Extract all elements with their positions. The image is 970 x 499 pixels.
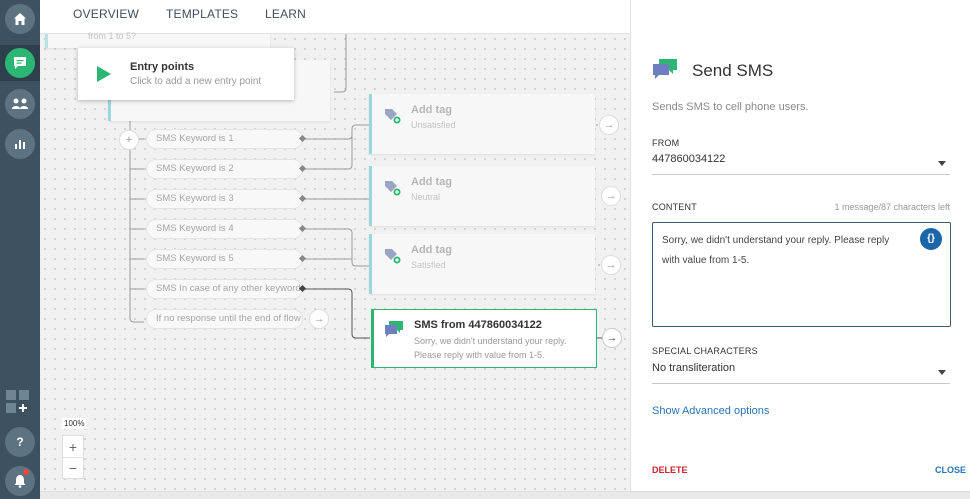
zoom-level: 100% (62, 418, 87, 429)
sms-card-sub: Sorry, we didn't understand your reply. … (414, 336, 567, 360)
notifications-button[interactable] (5, 466, 35, 496)
sms-card-title: SMS from 447860034122 (414, 319, 542, 331)
home-icon (14, 13, 26, 25)
from-value: 447860034122 (652, 153, 726, 165)
keyword-pill-label: SMS Keyword is 2 (156, 163, 234, 174)
content-label: CONTENT (652, 202, 697, 212)
special-characters-label: SPECIAL CHARACTERS (652, 346, 758, 356)
keyword-pill-3[interactable]: SMS Keyword is 3 (146, 189, 307, 209)
zoom-out-button[interactable]: − (63, 457, 83, 478)
tab-templates[interactable]: TEMPLATES (166, 7, 239, 21)
tag-card-sub: Neutral (411, 192, 441, 202)
apps-add-button[interactable] (6, 390, 30, 414)
home-button[interactable] (5, 4, 35, 34)
add-tag-card-satisfied[interactable]: Add tag Satisfied (369, 234, 595, 294)
panel-description: Sends SMS to cell phone users. (652, 101, 809, 113)
keyword-pill-label: SMS Keyword is 5 (156, 253, 234, 264)
add-tag-card-neutral[interactable]: Add tag Neutral (369, 166, 595, 226)
svg-text:?: ? (16, 435, 23, 449)
no-response-next-button[interactable]: → (309, 309, 329, 329)
top-nav: OVERVIEW TEMPLATES LEARN (40, 0, 630, 34)
entry-points-title: Entry points (130, 61, 195, 73)
tag-card-title: Add tag (411, 104, 452, 116)
send-sms-panel: Send SMS Sends SMS to cell phone users. … (630, 0, 970, 491)
tag-3-next-button[interactable]: → (601, 255, 621, 275)
notification-dot (23, 469, 29, 475)
tag-icon (385, 181, 401, 196)
delete-button[interactable]: DELETE (652, 465, 688, 475)
special-characters-select[interactable]: No transliteration (652, 362, 950, 384)
close-button[interactable]: CLOSE (934, 465, 966, 475)
entry-points-sub: Click to add a new entry point (130, 76, 262, 87)
bottom-bar (40, 491, 970, 499)
special-characters-value: No transliteration (652, 362, 736, 374)
tab-learn[interactable]: LEARN (265, 7, 307, 21)
add-branch-button[interactable]: + (119, 130, 139, 150)
zoom-control: 100% + − (62, 413, 87, 479)
help-icon: ? (16, 435, 23, 449)
zoom-in-button[interactable]: + (68, 438, 78, 455)
keyword-pill-no-response[interactable]: If no response until the end of flow (146, 309, 303, 329)
panel-title: Send SMS (692, 61, 774, 80)
keyword-pill-other[interactable]: SMS In case of any other keyword (146, 279, 307, 299)
tag-card-sub: Satisfied (411, 260, 446, 270)
keyword-pill-label: If no response until the end of flow (156, 313, 301, 324)
flows-button[interactable] (0, 45, 40, 81)
people-button[interactable] (5, 89, 35, 119)
tab-overview[interactable]: OVERVIEW (73, 7, 140, 21)
content-textarea[interactable]: Sorry, we didn't understand your reply. … (652, 222, 951, 327)
keyword-pill-label: SMS Keyword is 4 (156, 223, 234, 234)
analytics-button[interactable] (5, 129, 35, 159)
chat-icon (14, 57, 26, 69)
show-advanced-options-link[interactable]: Show Advanced options (652, 405, 770, 417)
from-label: FROM (652, 138, 680, 148)
people-icon (12, 98, 28, 109)
sms-icon (653, 59, 677, 79)
chevron-down-icon (938, 161, 946, 166)
sms-next-button[interactable]: → (602, 328, 622, 348)
keyword-pill-label: SMS Keyword is 1 (156, 133, 234, 144)
tag-card-title: Add tag (411, 244, 452, 256)
tag-1-next-button[interactable]: → (599, 115, 619, 135)
content-counter: 1 message/87 characters left (834, 202, 950, 212)
tag-card-sub: Unsatisfied (411, 120, 456, 130)
keyword-pill-1[interactable]: SMS Keyword is 1 (146, 129, 307, 149)
tag-2-next-button[interactable]: → (601, 186, 621, 206)
help-button[interactable]: ? (5, 427, 35, 457)
entry-points-card[interactable]: Entry points Click to add a new entry po… (78, 48, 294, 100)
keyword-pill-label: SMS In case of any other keyword (156, 283, 301, 294)
bell-icon (14, 475, 26, 488)
keyword-pill-label: SMS Keyword is 3 (156, 193, 234, 204)
from-select[interactable]: 447860034122 (652, 153, 950, 175)
sms-card[interactable]: SMS from 447860034122 Sorry, we didn't u… (371, 309, 597, 368)
chart-icon (15, 140, 25, 149)
placeholder-braces-button[interactable]: {} (920, 228, 942, 250)
flow-connectors (129, 34, 602, 339)
play-icon (97, 66, 111, 82)
add-tag-card-unsatisfied[interactable]: Add tag Unsatisfied (369, 94, 595, 154)
content-text: Sorry, we didn't understand your reply. … (662, 235, 890, 266)
keyword-pill-5[interactable]: SMS Keyword is 5 (146, 249, 307, 269)
chevron-down-icon (938, 370, 946, 375)
tag-icon (385, 109, 401, 124)
tag-card-title: Add tag (411, 176, 452, 188)
keyword-pill-2[interactable]: SMS Keyword is 2 (146, 159, 307, 179)
question-card[interactable]: from 1 to 5? (45, 31, 270, 48)
left-rail: ? (0, 0, 40, 499)
apps-add-icon (6, 390, 29, 413)
keyword-pill-4[interactable]: SMS Keyword is 4 (146, 219, 307, 239)
question-card-sub: from 1 to 5? (88, 31, 137, 41)
sms-icon (385, 321, 403, 337)
tag-icon (385, 249, 401, 264)
